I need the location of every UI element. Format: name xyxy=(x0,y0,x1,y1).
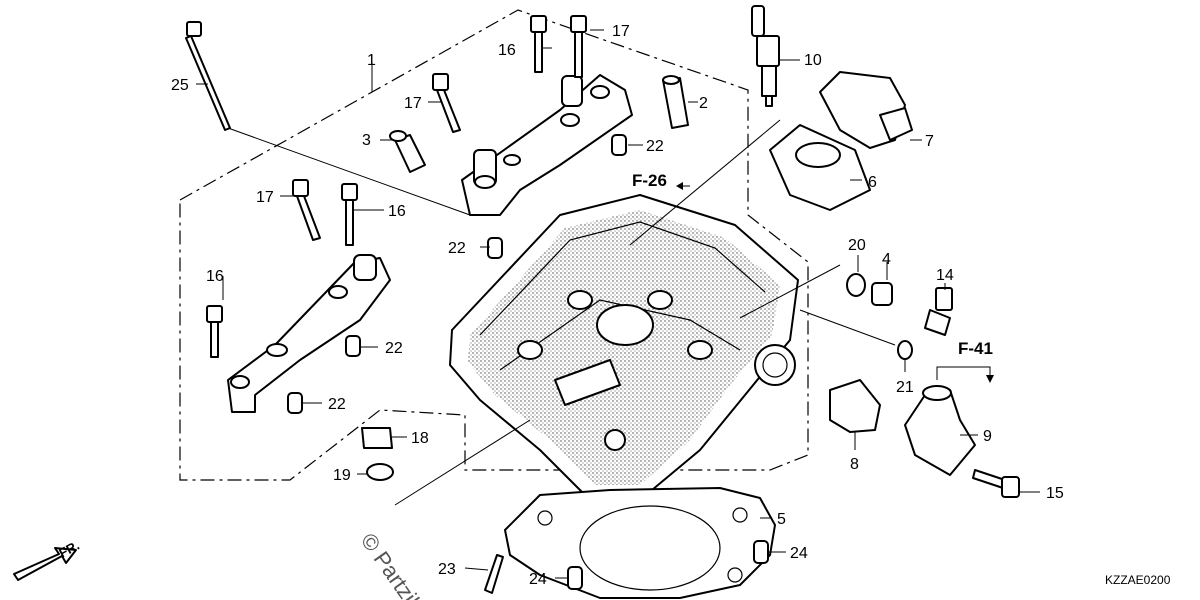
cylinder-head[interactable] xyxy=(449,194,799,501)
callout-25: 25 xyxy=(171,77,189,94)
callout-labels: 1 2 3 4 5 6 7 8 9 10 14 15 16 16 16 17 1… xyxy=(171,23,1064,588)
dowel-pin-22-c[interactable] xyxy=(345,335,361,357)
callout-23: 23 xyxy=(438,561,456,578)
callout-16-lower-right: 16 xyxy=(388,203,406,220)
dowel-pin-24-a[interactable] xyxy=(567,566,583,590)
guide-3[interactable] xyxy=(389,130,426,173)
callout-17-lower: 17 xyxy=(256,189,274,206)
callout-5: 5 xyxy=(777,511,786,528)
callout-18: 18 xyxy=(411,430,429,447)
callout-9: 9 xyxy=(983,428,992,445)
washer-21[interactable] xyxy=(897,340,913,360)
leader-lines xyxy=(196,29,1040,579)
callout-15: 15 xyxy=(1046,485,1064,502)
callout-24-left: 24 xyxy=(529,571,547,588)
camshaft-holder-lower[interactable] xyxy=(227,254,391,413)
callout-16-upper: 16 xyxy=(498,42,516,59)
callout-7: 7 xyxy=(925,133,934,150)
callout-22-d: 22 xyxy=(328,396,346,413)
callout-17-upper: 17 xyxy=(612,23,630,40)
bolt-17-upper[interactable] xyxy=(570,15,587,78)
band-7[interactable] xyxy=(819,71,913,149)
washer-19[interactable] xyxy=(366,463,394,481)
assembly-boundary xyxy=(179,9,809,481)
callout-6: 6 xyxy=(868,174,877,191)
watermark: © Partzilla xyxy=(356,529,435,600)
nut-18[interactable] xyxy=(361,427,393,449)
callout-22-a: 22 xyxy=(646,138,664,155)
callout-22-b: 22 xyxy=(448,240,466,257)
callout-16-lower-left: 16 xyxy=(206,268,224,285)
bolt-17-middle[interactable] xyxy=(432,73,461,133)
bolt-16-upper[interactable] xyxy=(530,15,547,73)
callout-21: 21 xyxy=(896,379,914,396)
front-direction-marker: FR. xyxy=(13,538,82,581)
callout-24-right: 24 xyxy=(790,545,808,562)
callout-2: 2 xyxy=(699,95,708,112)
callout-17-middle: 17 xyxy=(404,95,422,112)
callout-22-c: 22 xyxy=(385,340,403,357)
camshaft-holder-upper[interactable] xyxy=(461,74,633,216)
guide-2[interactable] xyxy=(662,75,689,129)
thermostat-cover-9[interactable] xyxy=(904,385,976,476)
arrow-f41-icon xyxy=(986,375,994,383)
arrow-f26-icon xyxy=(676,182,683,190)
insulator-6[interactable] xyxy=(769,124,871,211)
plug-4[interactable] xyxy=(871,282,893,306)
dowel-pin-22-a[interactable] xyxy=(611,134,627,156)
spark-plug-10[interactable] xyxy=(751,5,780,107)
callout-19: 19 xyxy=(333,467,351,484)
bolt-16-lower-right[interactable] xyxy=(341,183,358,246)
thermostat-8[interactable] xyxy=(829,379,881,433)
callout-10: 10 xyxy=(804,52,822,69)
dowel-pin-22-d[interactable] xyxy=(287,392,303,414)
ref-f26: F-26 xyxy=(632,171,667,190)
callout-1: 1 xyxy=(367,52,376,69)
callout-3: 3 xyxy=(362,132,371,149)
dowel-pin-24-b[interactable] xyxy=(753,540,769,564)
callout-8: 8 xyxy=(850,456,859,473)
ref-f41: F-41 xyxy=(958,339,993,358)
stud-23[interactable] xyxy=(484,554,504,594)
front-arrow-icon xyxy=(13,547,77,581)
diagram-code: KZZAE0200 xyxy=(1105,573,1171,587)
temp-sensor-14[interactable] xyxy=(924,287,953,336)
bolt-15[interactable] xyxy=(972,469,1020,498)
callout-4: 4 xyxy=(882,251,891,268)
bolt-17-lower[interactable] xyxy=(292,179,321,241)
stud-bolt-25[interactable] xyxy=(185,21,231,131)
callout-20: 20 xyxy=(848,237,866,254)
washer-20[interactable] xyxy=(846,273,866,297)
bolt-16-lower-left[interactable] xyxy=(206,305,223,358)
callout-14: 14 xyxy=(936,267,954,284)
dowel-pin-22-b[interactable] xyxy=(487,237,503,259)
